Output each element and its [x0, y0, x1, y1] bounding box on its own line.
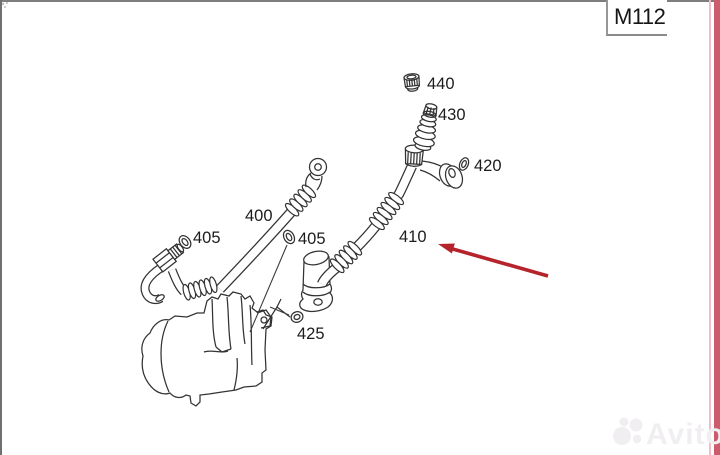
engine-code-box: M112 [606, 0, 667, 36]
part-label-440: 440 [427, 75, 455, 93]
hose-410-corrugation [368, 191, 405, 231]
watermark-bubble-icon [613, 427, 631, 445]
right-edge-stripe [714, 0, 720, 455]
leader-line-425 [269, 306, 290, 316]
part-label-405-right: 405 [298, 230, 326, 248]
hose-400-corrugation [182, 276, 218, 301]
engine-code-label: M112 [614, 4, 666, 29]
compressor-drawing [141, 291, 291, 407]
hose-410-corrugation [329, 240, 363, 274]
watermark-bubble-icon [619, 417, 629, 427]
pointer-arrow [438, 243, 549, 278]
hose-400-eyelet [305, 157, 328, 191]
part-label-405-left: 405 [193, 229, 221, 247]
part-label-400: 400 [245, 207, 273, 225]
part-label-425: 425 [297, 325, 325, 343]
leader-line-405 [249, 244, 288, 333]
watermark-bubble-icon [632, 434, 642, 444]
elbow-fitting-drawing [299, 250, 334, 313]
hose-410-flange [438, 163, 464, 189]
corner-artifact-icon [1, 2, 8, 8]
cap-440-drawing [403, 73, 421, 92]
part-label-410: 410 [399, 228, 427, 246]
seal-405-right-drawing [282, 229, 296, 245]
watermark-bubble-icon [629, 418, 643, 432]
top-border [0, 0, 720, 2]
watermark-brand-text: Avito [646, 418, 720, 451]
seal-420-drawing [458, 157, 470, 171]
watermark-logo: Avito [613, 417, 720, 451]
pointer-arrow-shaft [450, 246, 549, 278]
hose-400-bolt-fitting [152, 243, 185, 273]
seal-405-left-drawing [178, 235, 192, 249]
hose-400-corrugation [284, 184, 317, 217]
pointer-arrowhead-icon [438, 243, 455, 254]
valve-430-drawing [412, 103, 438, 151]
oring-425-drawing [290, 311, 304, 323]
left-border [0, 0, 2, 455]
part-label-430: 430 [438, 106, 466, 124]
right-edge-stripe-light [709, 0, 711, 455]
hose-400-drawing [140, 157, 328, 305]
hose-410-drawing [317, 144, 464, 287]
part-label-420: 420 [474, 157, 502, 175]
leader-lines [249, 244, 290, 333]
